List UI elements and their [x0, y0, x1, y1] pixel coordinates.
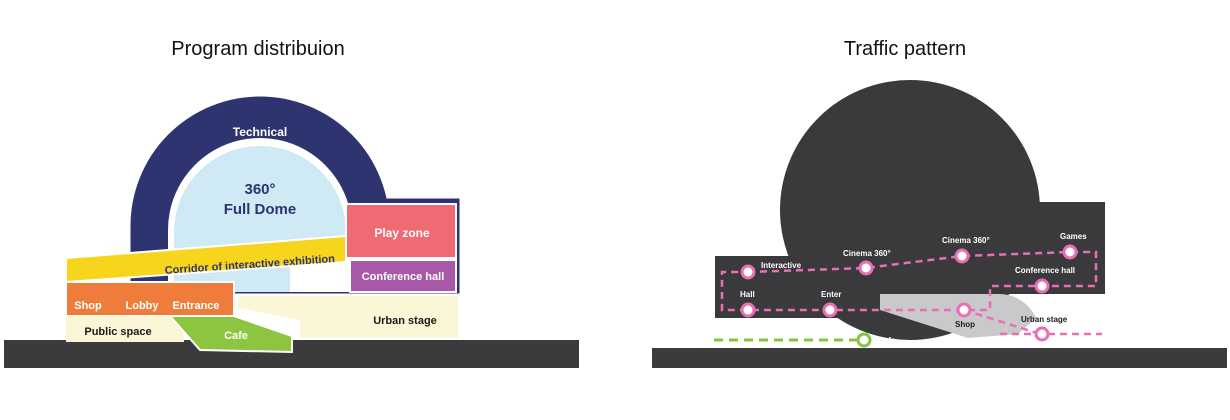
shop-label: Shop: [74, 300, 102, 312]
node-enter: [822, 302, 838, 318]
right-wing-mass: [995, 202, 1105, 294]
traffic-pattern-diagram: Interactive Cinema 360° Cinema 360° Game…: [652, 80, 1227, 368]
node-conference: [1034, 278, 1050, 294]
games-label: Games: [1060, 232, 1087, 241]
play-zone-block: [345, 203, 457, 259]
lobby-strip: [65, 281, 235, 317]
cafe-block: [167, 315, 293, 354]
traffic-pattern-title: Traffic pattern: [843, 38, 967, 60]
node-urban-stage: [1034, 326, 1050, 342]
enter-label: Enter: [821, 290, 841, 299]
node-games: [1062, 244, 1078, 260]
node-hall: [740, 302, 756, 318]
program-distribution-diagram: Technical 360° Full Dome Play zone Confe…: [4, 96, 579, 368]
shop-wedge: [880, 294, 1036, 338]
entrance-label: Entrance: [172, 300, 219, 312]
urban-stage-area: [238, 296, 458, 338]
node-cinema-a: [858, 260, 874, 276]
lobby-label: Lobby: [126, 300, 160, 312]
conference-hall-block: [349, 259, 457, 293]
urban-stage-traffic-label: Urban stage: [1021, 315, 1068, 324]
node-shop: [956, 302, 972, 318]
urban-stage-label: Urban stage: [373, 315, 437, 327]
cafe-traffic-label: Cafe: [878, 336, 896, 345]
conference-hall-label: Conference hall: [362, 271, 445, 283]
interactive-label: Interactive: [761, 261, 802, 270]
pink-circulation-path: [720, 250, 1098, 312]
shop-link-path: [963, 308, 1041, 336]
ground-slab-right: [652, 348, 1227, 368]
corridor-block: [65, 234, 347, 284]
node-interactive: [740, 264, 756, 280]
play-zone-label: Play zone: [374, 226, 430, 240]
cafe-label: Cafe: [224, 330, 248, 342]
node-cinema-b: [954, 248, 970, 264]
public-space-area: [66, 316, 184, 342]
node-cafe: [856, 332, 872, 348]
program-distribution-title: Program distribuion: [171, 38, 345, 60]
shop-traffic-label: Shop: [955, 320, 975, 329]
hall-label: Hall: [740, 290, 755, 299]
dome-label-line2: Full Dome: [224, 201, 297, 218]
technical-label: Technical: [233, 125, 287, 139]
public-space-label: Public space: [84, 326, 151, 338]
cinema-b-label: Cinema 360°: [942, 236, 990, 245]
conference-label: Conference hall: [1015, 266, 1075, 275]
cinema-a-label: Cinema 360°: [843, 249, 891, 258]
dome-label-line1: 360°: [244, 181, 275, 198]
